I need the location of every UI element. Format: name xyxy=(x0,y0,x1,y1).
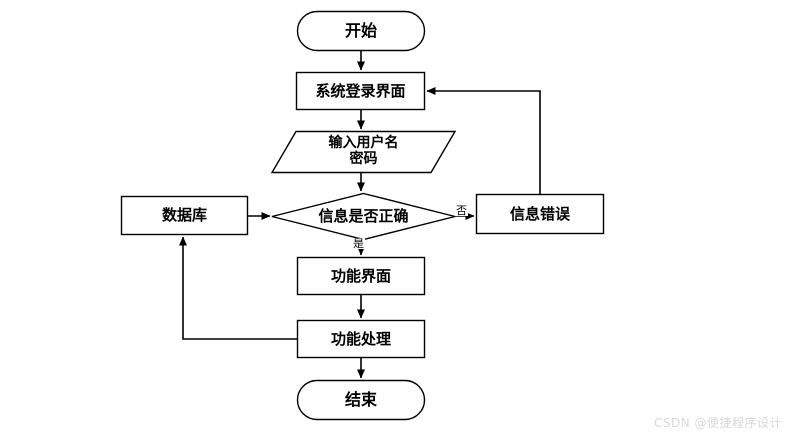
edge-processing-to-database xyxy=(179,236,297,340)
node-function-processing-shape[interactable] xyxy=(296,319,426,359)
node-info-correct-decision-shape[interactable] xyxy=(271,192,456,241)
watermark: CSDN @便捷程序设计 xyxy=(653,416,782,430)
node-input-credentials-shape[interactable] xyxy=(270,130,457,174)
node-login-screen-shape[interactable] xyxy=(295,71,426,111)
edge-label-yes: 是 xyxy=(352,237,365,250)
edge-label-no: 否 xyxy=(455,204,468,217)
edge-error-to-login xyxy=(426,87,541,194)
node-info-error-shape[interactable] xyxy=(475,193,605,235)
node-function-interface-shape[interactable] xyxy=(296,256,426,296)
node-start-shape[interactable] xyxy=(296,10,426,52)
node-end-shape[interactable] xyxy=(296,379,426,421)
node-database-shape[interactable] xyxy=(120,195,249,236)
